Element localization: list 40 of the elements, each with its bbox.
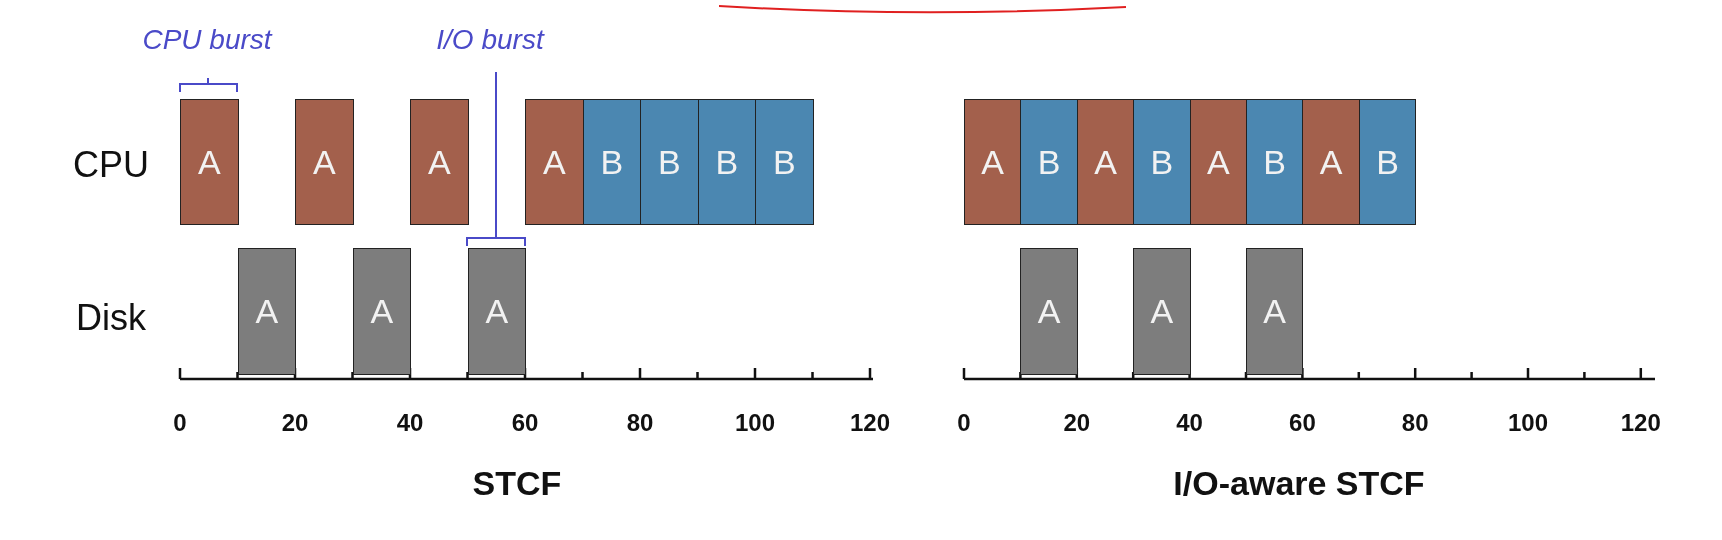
cpu-burst-block: B xyxy=(640,99,699,225)
cpu-burst-block: B xyxy=(1133,99,1191,225)
tick-label: 80 xyxy=(1401,409,1429,437)
tick-label: 120 xyxy=(1620,409,1661,437)
tick-label: 0 xyxy=(957,409,971,437)
tick-label: 20 xyxy=(1063,409,1091,437)
chart-title: STCF xyxy=(472,463,562,503)
cpu-burst-block: A xyxy=(295,99,354,225)
row-label: CPU xyxy=(73,144,149,186)
cpu-burst-block: B xyxy=(697,99,756,225)
tick-label: 100 xyxy=(1508,409,1548,437)
cpu-burst-block: A xyxy=(964,99,1022,225)
row-label: Disk xyxy=(76,297,146,339)
disk-burst-block: A xyxy=(352,248,411,375)
cpu-burst-block: A xyxy=(410,99,469,225)
cpu-burst-block: B xyxy=(1246,99,1304,225)
tick-label: 120 xyxy=(850,409,890,437)
disk-burst-block: A xyxy=(1133,248,1191,375)
tick-label: 20 xyxy=(281,409,309,437)
disk-burst-block: A xyxy=(237,248,296,375)
chart-title: I/O-aware STCF xyxy=(1173,463,1425,503)
tick-label: 100 xyxy=(735,409,775,437)
cpu-burst-block: B xyxy=(1020,99,1078,225)
tick-label: 40 xyxy=(1176,409,1203,437)
cpu-burst-block: B xyxy=(582,99,641,225)
disk-burst-block: A xyxy=(1246,248,1304,375)
cpu-burst-block: A xyxy=(525,99,584,225)
cpu-burst-block: B xyxy=(1358,99,1417,225)
tick-label: 60 xyxy=(511,409,539,437)
cpu-burst-block: A xyxy=(1302,99,1360,225)
cpu-burst-block: A xyxy=(180,99,239,225)
cpu-burst-block: A xyxy=(1189,99,1247,225)
tick-label: 40 xyxy=(396,409,424,437)
cpu-burst-block: A xyxy=(1076,99,1135,225)
disk-burst-block: A xyxy=(1020,248,1078,375)
tick-label: 80 xyxy=(626,409,654,437)
disk-burst-block: A xyxy=(467,248,526,375)
tick-label: 0 xyxy=(173,409,187,437)
cpu-burst-block: B xyxy=(755,99,814,225)
tick-label: 60 xyxy=(1289,409,1316,437)
